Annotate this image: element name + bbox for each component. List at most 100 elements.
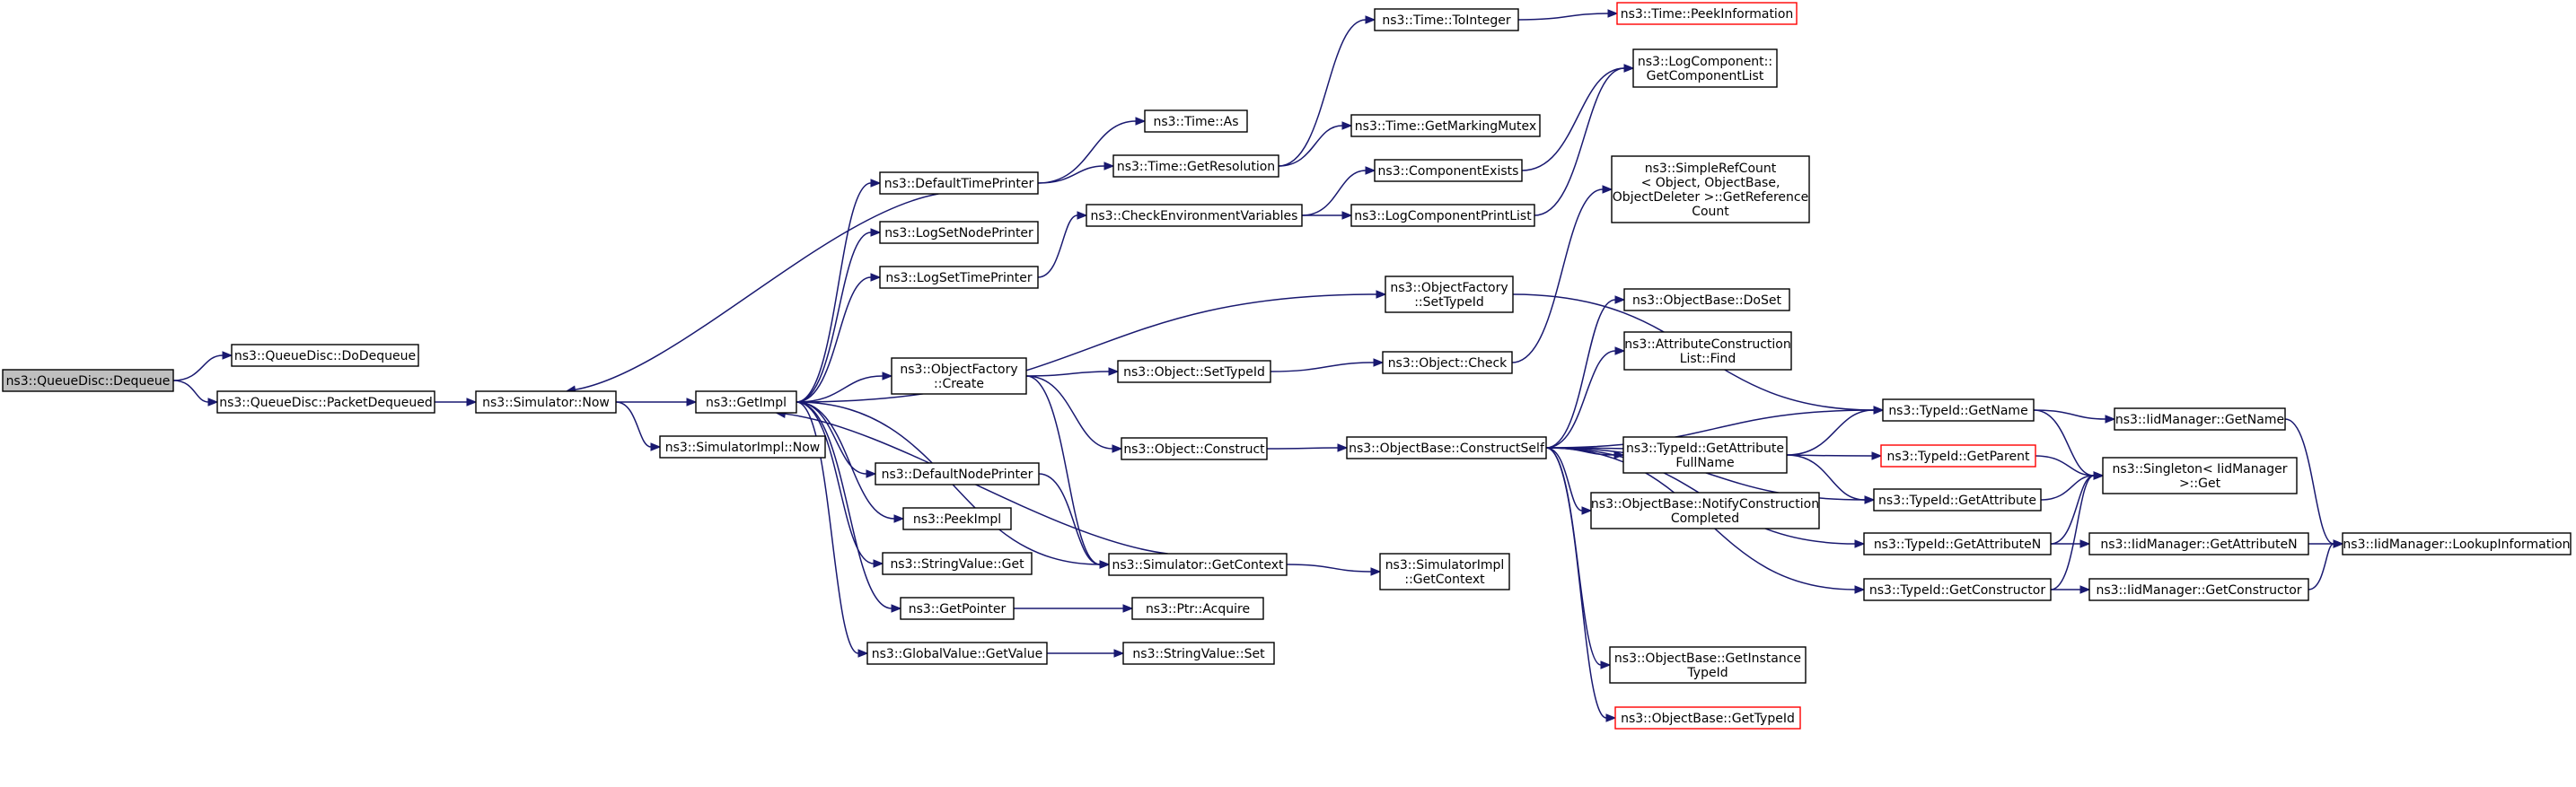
edge-objectfactory-create-to-object-settypeid xyxy=(1025,367,1120,377)
node-logcomponentprintlist[interactable]: ns3::LogComponentPrintList xyxy=(1350,204,1535,227)
node-objectfactory-settypeid[interactable]: ns3::ObjectFactory::SetTypeId xyxy=(1385,275,1514,313)
edge-queuedisc-dequeue-to-queuedisc-dodequeue xyxy=(172,351,233,381)
node-queuedisc-dodequeue[interactable]: ns3::QueueDisc::DoDequeue xyxy=(231,344,419,367)
node-object-settypeid[interactable]: ns3::Object::SetTypeId xyxy=(1117,360,1271,383)
edge-object-check-to-simplerefcount-getreferencecount xyxy=(1511,185,1613,363)
edge-simulator-getcontext-to-simulatorimpl-getcontext xyxy=(1286,564,1382,576)
node-iidmanager-getname[interactable]: ns3::IidManager::GetName xyxy=(2114,407,2286,431)
node-queuedisc-packetdequeued-label: ns3::QueueDisc::PacketDequeued xyxy=(219,396,433,410)
node-singleton-iidmanager-get-label: ns3::Singleton< IidManager xyxy=(2113,462,2288,477)
node-time-getresolution[interactable]: ns3::Time::GetResolution xyxy=(1112,154,1279,178)
node-time-as-label: ns3::Time::As xyxy=(1153,115,1238,129)
node-globalvalue-getvalue-label: ns3::GlobalValue::GetValue xyxy=(872,647,1042,661)
node-simulator-now-box xyxy=(475,390,617,414)
node-getpointer-label: ns3::GetPointer xyxy=(909,602,1007,616)
node-object-check-label: ns3::Object::Check xyxy=(1388,356,1508,371)
node-simulator-getcontext[interactable]: ns3::Simulator::GetContext xyxy=(1108,553,1288,576)
node-typeid-getname-label: ns3::TypeId::GetName xyxy=(1888,404,2027,418)
edge-getimpl-to-objectfactory-settypeid xyxy=(796,290,1387,403)
node-globalvalue-getvalue[interactable]: ns3::GlobalValue::GetValue xyxy=(866,642,1048,665)
edge-queuedisc-dequeue-to-queuedisc-packetdequeued xyxy=(172,380,219,407)
node-simulatorimpl-getcontext[interactable]: ns3::SimulatorImpl::GetContext xyxy=(1379,553,1510,590)
node-time-getmarkingmutex-label: ns3::Time::GetMarkingMutex xyxy=(1355,119,1536,134)
node-typeid-getattributefullname-box xyxy=(1622,436,1788,474)
node-typeid-getattribute[interactable]: ns3::TypeId::GetAttribute xyxy=(1873,488,2042,512)
node-checkenvironmentvariables[interactable]: ns3::CheckEnvironmentVariables xyxy=(1086,204,1303,227)
node-object-check-box xyxy=(1382,351,1513,374)
node-time-getmarkingmutex[interactable]: ns3::Time::GetMarkingMutex xyxy=(1350,114,1541,137)
node-time-as[interactable]: ns3::Time::As xyxy=(1144,109,1248,133)
call-nodes: ns3::QueueDisc::Dequeue ns3::QueueDisc::D… xyxy=(2,2,2572,730)
node-objectbase-doset[interactable]: ns3::ObjectBase::DoSet xyxy=(1623,288,1790,311)
node-getpointer[interactable]: ns3::GetPointer xyxy=(900,597,1015,620)
node-time-peekinformation[interactable]: ns3::Time::PeekInformation xyxy=(1616,2,1798,25)
node-time-tointeger[interactable]: ns3::Time::ToInteger xyxy=(1374,8,1519,31)
node-typeid-getconstructor[interactable]: ns3::TypeId::GetConstructor xyxy=(1863,578,2052,601)
node-getimpl[interactable]: ns3::GetImpl xyxy=(695,390,797,414)
node-componentexists[interactable]: ns3::ComponentExists xyxy=(1374,159,1523,182)
node-defaulttimeprinter-box xyxy=(879,171,1039,195)
node-typeid-getname[interactable]: ns3::TypeId::GetName xyxy=(1882,398,2035,422)
node-defaultnodeprinter-label: ns3::DefaultNodePrinter xyxy=(882,468,1033,482)
node-objectbase-gettypeid[interactable]: ns3::ObjectBase::GetTypeId xyxy=(1614,706,1801,730)
node-logsetnodeprinter[interactable]: ns3::LogSetNodePrinter xyxy=(879,221,1039,244)
node-iidmanager-getconstructor[interactable]: ns3::IidManager::GetConstructor xyxy=(2088,578,2309,601)
edge-logcomponentprintlist-to-logcomponent-getcomponentlist xyxy=(1534,64,1635,216)
node-simplerefcount-getreferencecount-label: Count xyxy=(1692,205,1729,219)
edge-objectbase-constructself-to-attributeconstructionlist-find xyxy=(1545,346,1626,449)
node-defaultnodeprinter[interactable]: ns3::DefaultNodePrinter xyxy=(875,462,1040,485)
node-iidmanager-getconstructor-box xyxy=(2088,578,2309,601)
node-logcomponent-getcomponentlist[interactable]: ns3::LogComponent::GetComponentList xyxy=(1632,48,1778,88)
node-objectbase-constructself[interactable]: ns3::ObjectBase::ConstructSelf xyxy=(1346,436,1547,459)
node-objectbase-notifyconstructioncompleted[interactable]: ns3::ObjectBase::NotifyConstructionCompl… xyxy=(1590,492,1820,529)
node-object-construct[interactable]: ns3::Object::Construct xyxy=(1121,437,1268,460)
edge-typeid-getname-to-iidmanager-getname xyxy=(2033,409,2116,424)
node-time-peekinformation-label: ns3::Time::PeekInformation xyxy=(1621,7,1794,22)
node-queuedisc-packetdequeued[interactable]: ns3::QueueDisc::PacketDequeued xyxy=(216,390,435,414)
node-peekimpl[interactable]: ns3::PeekImpl xyxy=(902,507,1012,530)
edge-defaulttimeprinter-to-time-as xyxy=(1037,117,1147,184)
node-attributeconstructionlist-find-box xyxy=(1623,331,1792,371)
node-simulator-now-label: ns3::Simulator::Now xyxy=(482,396,610,410)
node-defaultnodeprinter-box xyxy=(875,462,1040,485)
node-logsettimeprinter[interactable]: ns3::LogSetTimePrinter xyxy=(879,266,1039,289)
node-stringvalue-set[interactable]: ns3::StringValue::Set xyxy=(1122,642,1275,665)
node-defaulttimeprinter[interactable]: ns3::DefaultTimePrinter xyxy=(879,171,1039,195)
node-simulator-now[interactable]: ns3::Simulator::Now xyxy=(475,390,617,414)
node-simplerefcount-getreferencecount-box xyxy=(1611,155,1810,223)
node-checkenvironmentvariables-label: ns3::CheckEnvironmentVariables xyxy=(1091,209,1298,223)
node-simulatorimpl-now-label: ns3::SimulatorImpl::Now xyxy=(665,441,821,455)
node-iidmanager-getattributen[interactable]: ns3::IidManager::GetAttributeN xyxy=(2088,532,2309,555)
edge-objectbase-constructself-to-objectbase-getinstancetypeid xyxy=(1545,447,1612,669)
node-objectbase-doset-box xyxy=(1623,288,1790,311)
node-checkenvironmentvariables-box xyxy=(1086,204,1303,227)
node-stringvalue-get[interactable]: ns3::StringValue::Get xyxy=(882,552,1033,575)
edge-getpointer-to-ptr-acquire xyxy=(1014,604,1134,613)
node-ptr-acquire[interactable]: ns3::Ptr::Acquire xyxy=(1131,597,1264,620)
node-singleton-iidmanager-get[interactable]: ns3::Singleton< IidManager>::Get xyxy=(2102,457,2298,494)
node-objectfactory-settypeid-label: ns3::ObjectFactory xyxy=(1390,281,1508,295)
node-objectfactory-create[interactable]: ns3::ObjectFactory::Create xyxy=(891,357,1027,395)
node-typeid-getparent-label: ns3::TypeId::GetParent xyxy=(1887,450,2030,464)
node-objectbase-gettypeid-label: ns3::ObjectBase::GetTypeId xyxy=(1621,712,1795,726)
node-componentexists-label: ns3::ComponentExists xyxy=(1378,164,1519,179)
node-logsettimeprinter-label: ns3::LogSetTimePrinter xyxy=(885,271,1033,285)
edge-checkenvironmentvariables-to-componentexists xyxy=(1301,166,1376,216)
node-typeid-getattributen[interactable]: ns3::TypeId::GetAttributeN xyxy=(1863,532,2052,555)
node-simplerefcount-getreferencecount-label: ObjectDeleter >::GetReference xyxy=(1613,190,1808,205)
node-simulatorimpl-now[interactable]: ns3::SimulatorImpl::Now xyxy=(659,435,826,459)
node-queuedisc-dequeue[interactable]: ns3::QueueDisc::Dequeue xyxy=(2,369,174,392)
node-object-check[interactable]: ns3::Object::Check xyxy=(1382,351,1513,374)
edge-globalvalue-getvalue-to-stringvalue-set xyxy=(1047,649,1125,658)
node-iidmanager-lookupinformation[interactable]: ns3::IidManager::LookupInformation xyxy=(2342,532,2572,555)
edge-objectfactory-create-to-object-construct xyxy=(1025,375,1123,453)
node-stringvalue-set-label: ns3::StringValue::Set xyxy=(1132,647,1265,661)
node-simplerefcount-getreferencecount[interactable]: ns3::SimpleRefCount< Object, ObjectBase,… xyxy=(1611,155,1810,223)
node-typeid-getparent[interactable]: ns3::TypeId::GetParent xyxy=(1880,444,2036,468)
edge-queuedisc-packetdequeued-to-simulator-now xyxy=(435,398,478,407)
node-componentexists-box xyxy=(1374,159,1523,182)
edge-simulator-now-to-simulatorimpl-now xyxy=(615,401,662,451)
